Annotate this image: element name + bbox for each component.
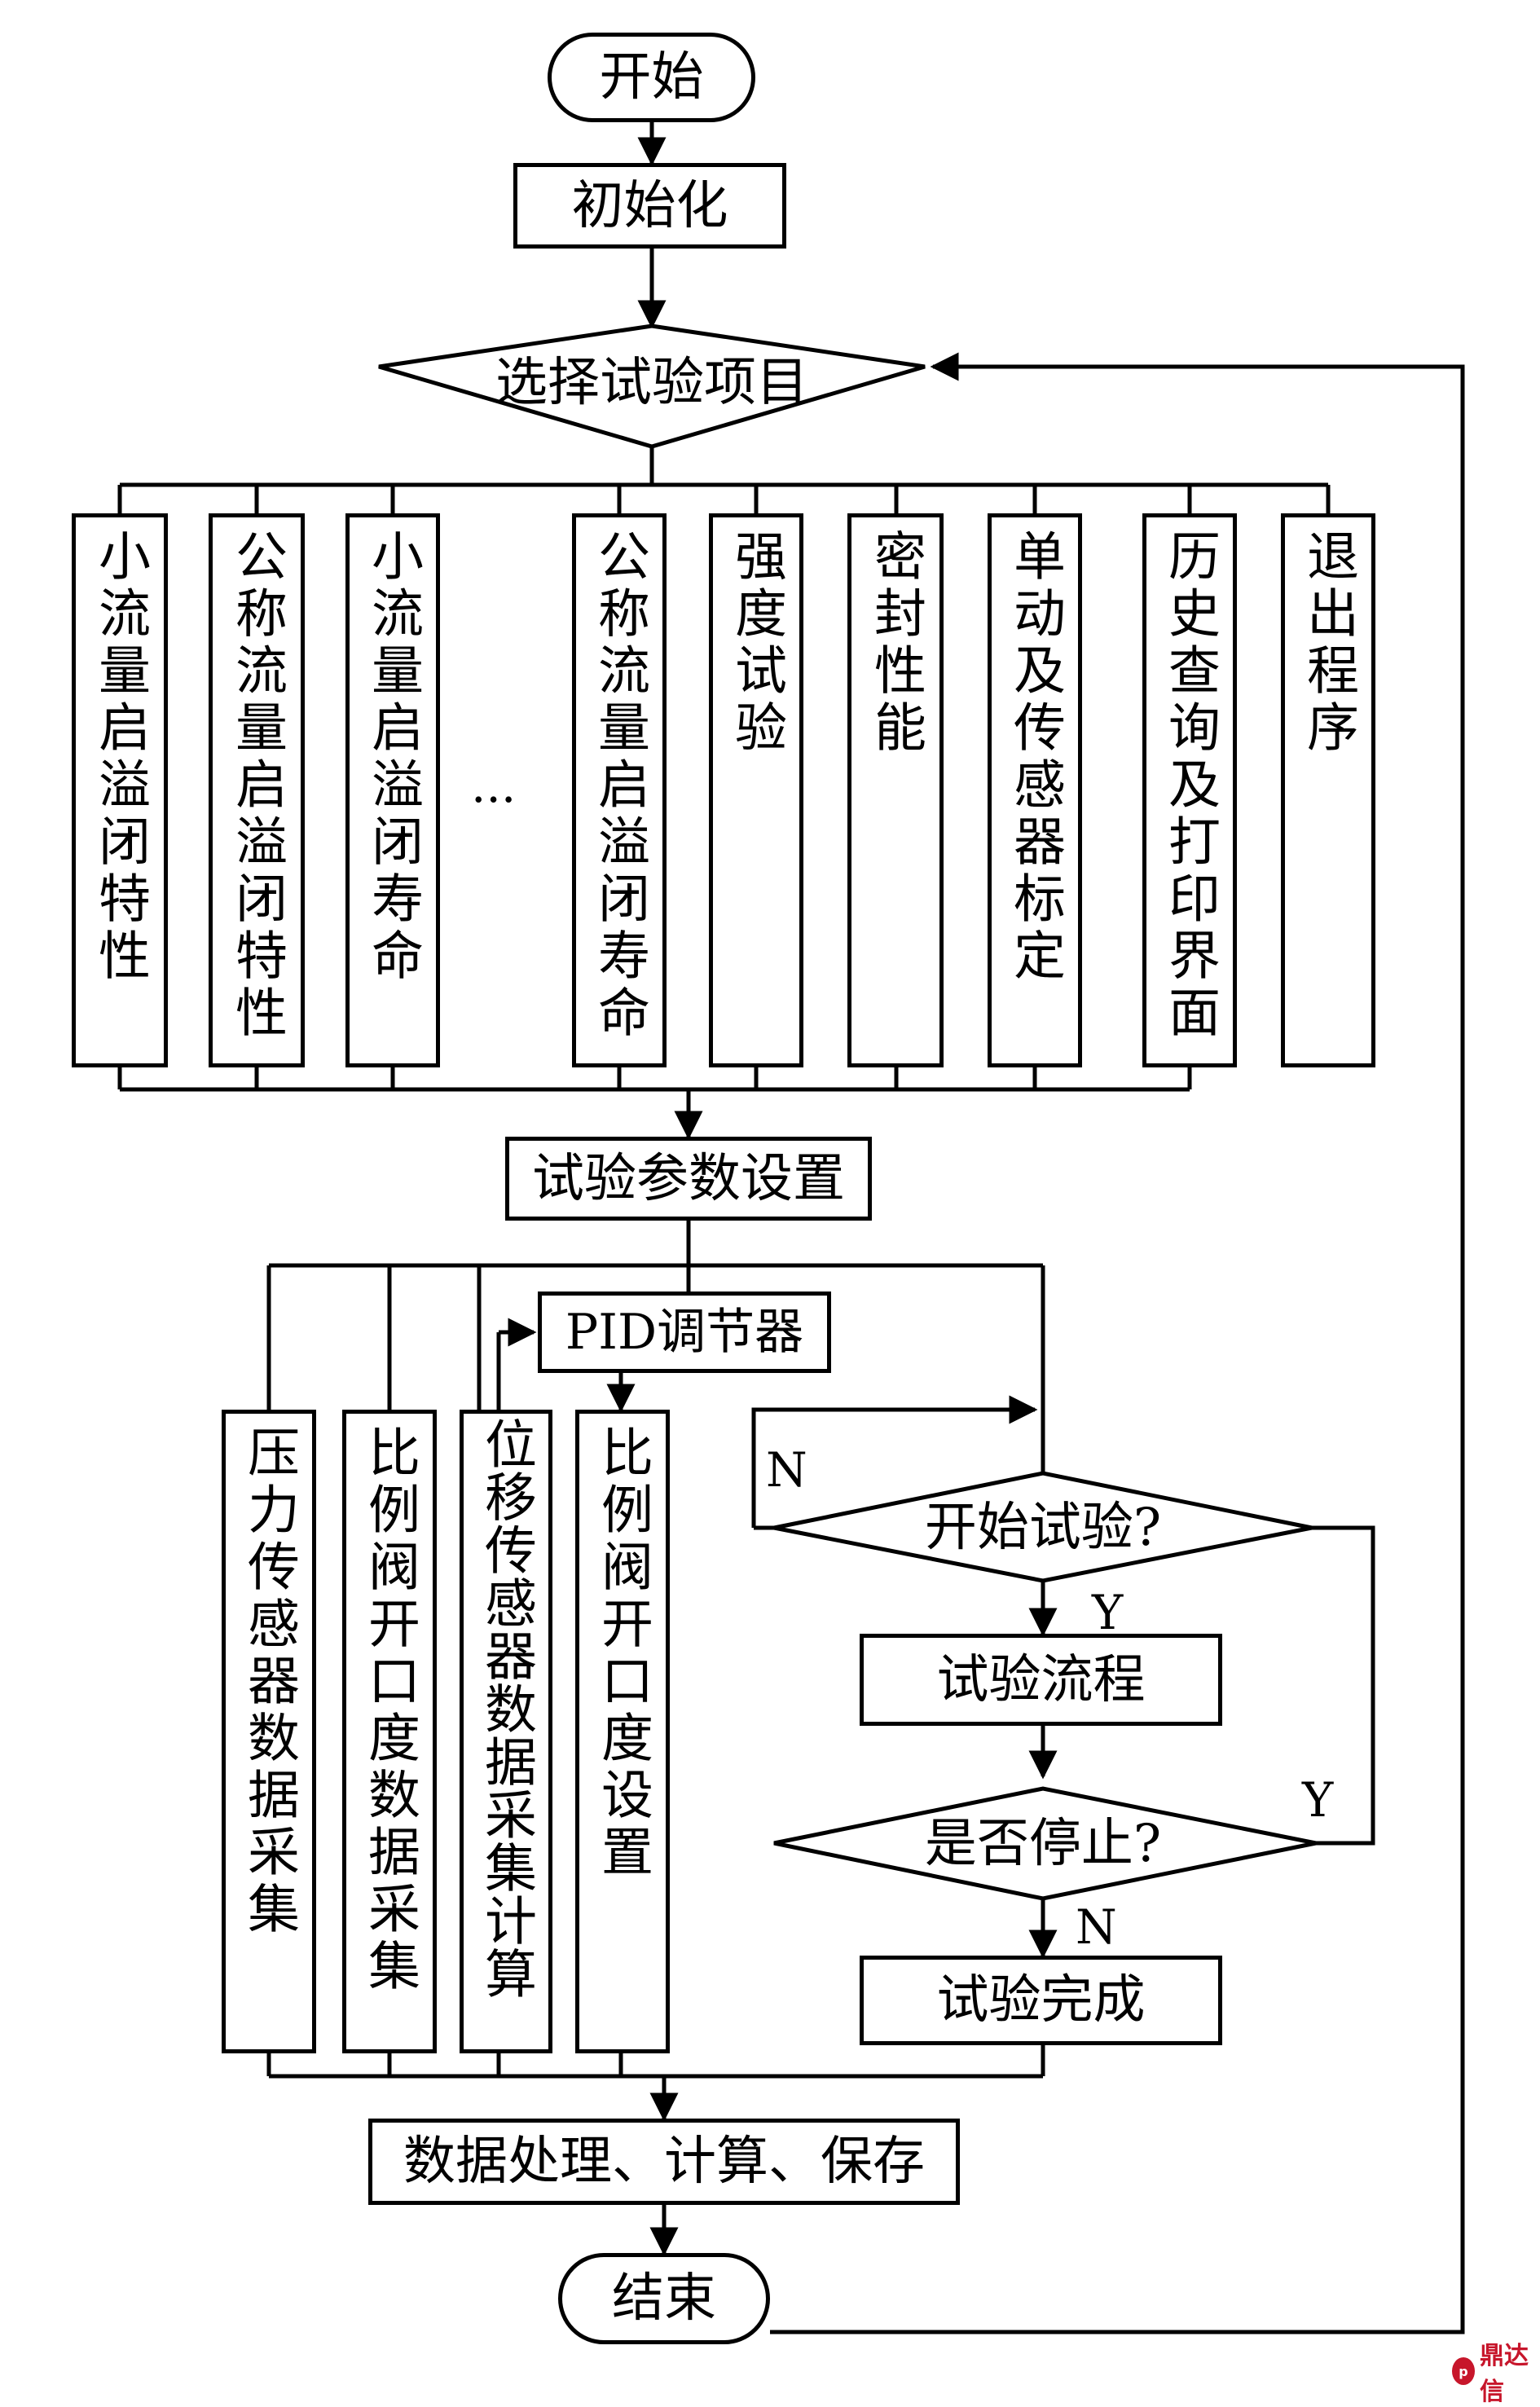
acq-label: 压力传感器数据采集 <box>239 1425 299 1938</box>
item-exit: 退出程序 <box>1281 513 1375 1067</box>
item-nominal-flow-life: 公称流量启溢闭寿命 <box>572 513 667 1067</box>
select-diamond <box>378 323 926 449</box>
ellipsis: ... <box>471 758 517 813</box>
start-test-label: 开始试验? <box>924 1498 1162 1558</box>
item-history-print: 历史查询及打印界面 <box>1142 513 1237 1067</box>
arrow-n-loop <box>751 1395 1038 1528</box>
start-terminal: 开始 <box>548 33 755 122</box>
watermark-logo: p 鼎达信 <box>1452 2335 1540 2407</box>
arrow-end-loop <box>770 352 1465 2334</box>
item-label: 小流量启溢闭寿命 <box>363 529 423 985</box>
item-label: 公称流量启溢闭特性 <box>227 529 287 1042</box>
item-single-action-calibration: 单动及传感器标定 <box>988 513 1082 1067</box>
acq-label: 位移传感器数据采集计算 <box>476 1417 536 2000</box>
end-terminal: 结束 <box>558 2253 770 2344</box>
item-nominal-flow-characteristic: 公称流量启溢闭特性 <box>209 513 305 1067</box>
test-flow-box: 试验流程 <box>860 1634 1222 1726</box>
label-n-2: N <box>1076 1899 1117 1955</box>
acq-valve-opening-setting: 比例阀开口度设置 <box>575 1410 670 2053</box>
item-label: 退出程序 <box>1298 529 1358 757</box>
item-label: 小流量启溢闭特性 <box>90 529 150 985</box>
select-decision-label: 选择试验项目 <box>495 353 808 413</box>
acq-displacement-sensor: 位移传感器数据采集计算 <box>460 1410 552 2053</box>
item-small-flow-life: 小流量启溢闭寿命 <box>345 513 440 1067</box>
pid-box: PID调节器 <box>538 1292 831 1373</box>
label-y-1: Y <box>1092 1585 1124 1640</box>
item-label: 密封性能 <box>865 529 926 757</box>
stop-question-label: 是否停止? <box>924 1814 1162 1874</box>
acq-label: 比例阀开口度设置 <box>592 1425 653 1881</box>
data-process-box: 数据处理、计算、保存 <box>368 2119 960 2205</box>
acq-label: 比例阀开口度数据采集 <box>359 1425 420 1996</box>
label-n-1: N <box>766 1442 807 1498</box>
item-label: 公称流量启溢闭寿命 <box>589 529 649 1042</box>
label-y-2: Y <box>1302 1772 1334 1828</box>
init-box: 初始化 <box>513 163 786 249</box>
line-y-loop <box>1312 1525 1375 1846</box>
item-label: 强度试验 <box>726 529 786 757</box>
watermark-text: 鼎达信 <box>1479 2342 1529 2406</box>
start-test-diamond <box>773 1471 1313 1583</box>
item-label: 单动及传感器标定 <box>1005 529 1065 985</box>
item-small-flow-characteristic: 小流量启溢闭特性 <box>72 513 168 1067</box>
watermark-badge-icon: p <box>1452 2357 1475 2385</box>
test-done-box: 试验完成 <box>860 1956 1222 2045</box>
stop-diamond <box>773 1786 1317 1901</box>
acq-valve-opening: 比例阀开口度数据采集 <box>342 1410 437 2053</box>
acq-pressure-sensor: 压力传感器数据采集 <box>222 1410 316 2053</box>
item-strength-test: 强度试验 <box>709 513 803 1067</box>
item-label: 历史查询及打印界面 <box>1159 529 1220 1042</box>
param-setup-box: 试验参数设置 <box>505 1137 872 1221</box>
item-seal-performance: 密封性能 <box>847 513 944 1067</box>
